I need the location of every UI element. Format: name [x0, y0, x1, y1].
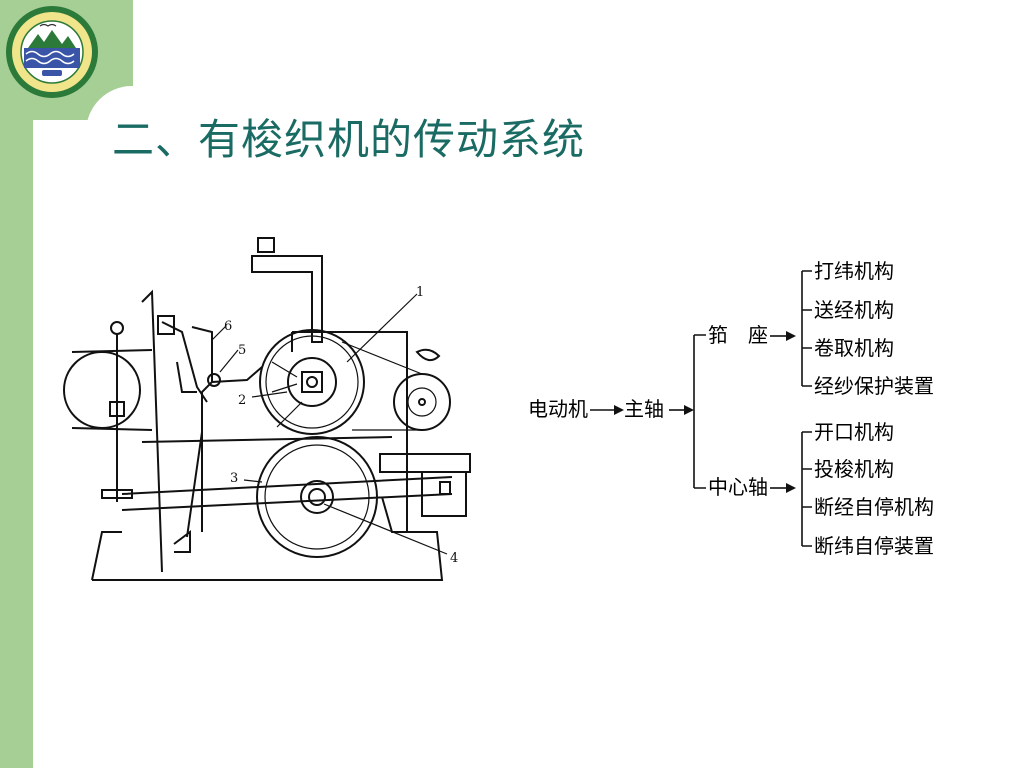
item-bracket: [801, 431, 812, 547]
arrow-icon: [614, 405, 624, 415]
university-seal-icon: [6, 6, 98, 98]
arrow-icon: [786, 331, 796, 341]
item-label: 开口机构: [814, 420, 894, 444]
branch-label-reed: 筘 座: [708, 323, 768, 347]
callout-label: 4: [450, 551, 458, 566]
item-label: 送经机构: [814, 298, 894, 322]
item-bracket: [801, 270, 812, 387]
branch-bracket: [693, 334, 706, 489]
branch-label-center-shaft: 中心轴: [708, 475, 768, 499]
callout-label: 3: [230, 471, 238, 486]
item-label: 断经自停机构: [814, 495, 934, 519]
callout-label: 2: [238, 393, 246, 408]
transmission-flow-diagram: 电动机 主轴 筘 座 打纬机构 送经机构 卷取机构 经纱保护装置 中心轴 开口机…: [528, 259, 934, 558]
main-shaft-label: 主轴: [624, 397, 664, 421]
left-green-band: [0, 0, 33, 768]
arrow-icon: [684, 405, 694, 415]
item-label: 投梭机构: [814, 457, 894, 481]
slide-title: 二、有梭织机的传动系统: [112, 115, 586, 164]
item-label: 卷取机构: [814, 336, 894, 360]
callout-label: 6: [224, 319, 232, 334]
shuttle-loom-diagram: 1 2 3 4 5 6: [63, 237, 471, 581]
band-corner-curve: [86, 86, 206, 206]
arrow-icon: [786, 483, 796, 493]
item-label: 打纬机构: [814, 259, 894, 283]
callout-label: 1: [416, 285, 424, 300]
item-label: 断纬自停装置: [814, 534, 934, 558]
callout-label: 5: [238, 343, 246, 358]
motor-label: 电动机: [528, 397, 588, 421]
item-label: 经纱保护装置: [814, 374, 934, 398]
